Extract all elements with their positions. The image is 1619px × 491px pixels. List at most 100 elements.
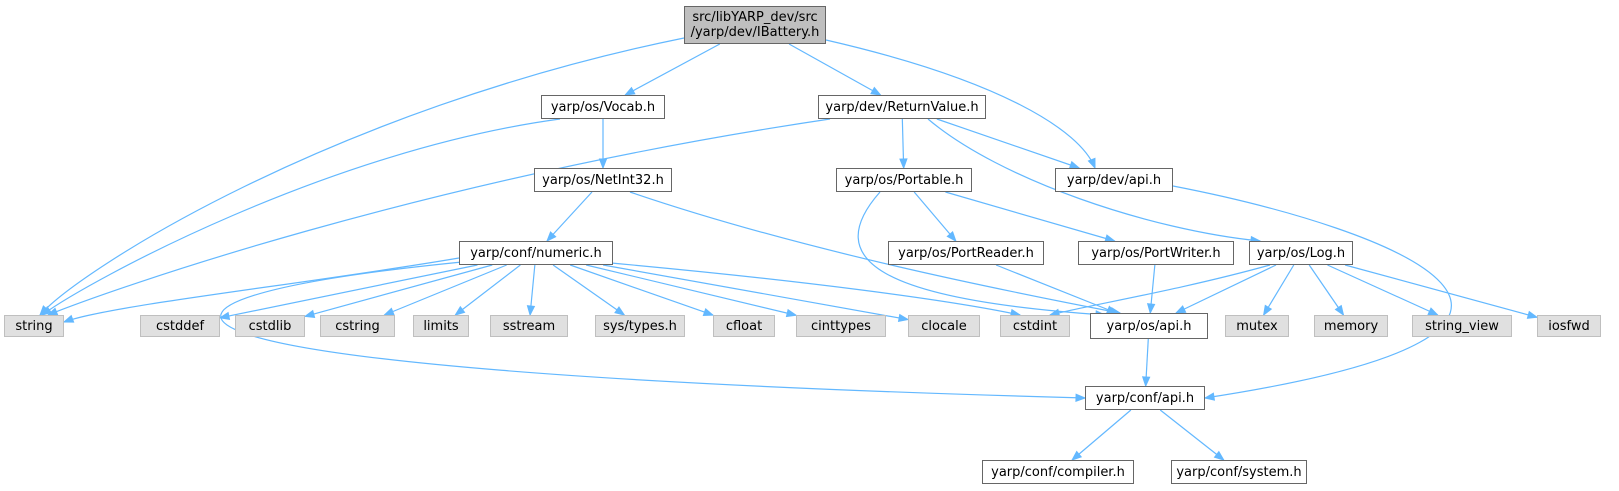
node-label: limits — [423, 318, 459, 334]
node-label: cstddef — [155, 318, 205, 334]
edge-vocab-to-string — [41, 118, 561, 316]
edge-numeric-to-string — [63, 257, 460, 323]
edge-returnvalue-to-devapi — [936, 118, 1080, 169]
arrowhead-vocab-to-netint32 — [598, 158, 608, 170]
node-label: yarp/conf/numeric.h — [470, 245, 602, 261]
arrowhead-log-to-memory — [1334, 304, 1345, 317]
node-label: yarp/os/PortWriter.h — [1091, 245, 1221, 261]
arrowhead-ibattery-to-returnvalue — [870, 86, 882, 96]
node-numeric[interactable]: yarp/conf/numeric.h — [459, 241, 613, 265]
node-clocale: clocale — [908, 315, 980, 337]
node-label: yarp/conf/system.h — [1176, 464, 1302, 480]
edge-portable-to-portwriter — [945, 191, 1115, 242]
edge-log-to-string_view — [1327, 264, 1438, 316]
node-compiler[interactable]: yarp/conf/compiler.h — [982, 460, 1134, 484]
edge-ibattery-to-vocab — [624, 43, 721, 96]
node-returnvalue[interactable]: yarp/dev/ReturnValue.h — [818, 95, 986, 119]
edge-ibattery-to-string — [39, 37, 685, 316]
arrowhead-osapi-to-confapi — [1141, 376, 1151, 388]
edge-portable-to-osapi — [857, 191, 1106, 316]
arrowhead-log-to-mutex — [1262, 304, 1273, 317]
node-label: yarp/os/Log.h — [1256, 245, 1346, 261]
arrowhead-confapi-to-compiler — [1071, 450, 1083, 461]
node-label: mutex — [1236, 318, 1278, 334]
node-string: string — [4, 315, 64, 337]
edge-numeric-to-cinttypes — [585, 264, 797, 316]
node-vocab[interactable]: yarp/os/Vocab.h — [541, 95, 665, 119]
edge-devapi-to-confapi — [1172, 185, 1452, 399]
node-label: cstring — [335, 318, 380, 334]
node-limits: limits — [413, 315, 469, 337]
node-system[interactable]: yarp/conf/system.h — [1171, 460, 1307, 484]
node-ibattery: src/libYARP_dev/src/yarp/dev/IBattery.h — [684, 6, 826, 44]
arrowhead-numeric-to-cstddef — [218, 311, 231, 321]
node-label: /yarp/dev/IBattery.h — [690, 25, 820, 40]
edge-numeric-to-clocale — [602, 264, 909, 321]
arrowhead-portreader-to-osapi — [1106, 305, 1118, 314]
edge-numeric-to-cstddef — [219, 264, 478, 319]
node-confapi[interactable]: yarp/conf/api.h — [1085, 386, 1205, 410]
arrowhead-numeric-to-cinttypes — [785, 308, 798, 318]
node-label: clocale — [921, 318, 967, 334]
node-label: yarp/os/PortReader.h — [898, 245, 1034, 261]
arrowhead-portable-to-portreader — [946, 231, 957, 243]
node-cinttypes: cinttypes — [796, 315, 886, 337]
arrowhead-returnvalue-to-string — [46, 307, 59, 316]
arrowhead-numeric-to-clocale — [897, 313, 910, 323]
node-sstream: sstream — [490, 315, 568, 337]
edge-numeric-to-cstdlib — [304, 264, 493, 317]
edge-portable-to-portreader — [913, 191, 957, 242]
edge-ibattery-to-devapi — [825, 39, 1096, 169]
node-portable[interactable]: yarp/os/Portable.h — [836, 168, 972, 192]
arrowhead-ibattery-to-devapi — [1087, 157, 1096, 170]
node-string_view: string_view — [1412, 315, 1512, 337]
arrowhead-numeric-to-systypes — [614, 306, 626, 316]
arrowhead-numeric-to-cstdlib — [303, 309, 316, 318]
node-devapi[interactable]: yarp/dev/api.h — [1055, 168, 1173, 192]
edge-netint32-to-osapi — [629, 191, 1121, 314]
node-label: yarp/os/api.h — [1106, 318, 1192, 334]
node-osapi[interactable]: yarp/os/api.h — [1090, 313, 1208, 339]
node-label: yarp/dev/api.h — [1066, 172, 1162, 188]
arrowhead-portwriter-to-osapi — [1146, 303, 1156, 315]
edge-numeric-to-systypes — [552, 264, 625, 316]
arrowhead-numeric-to-sstream — [526, 305, 536, 317]
edge-log-to-osapi — [1175, 264, 1277, 314]
node-label: sstream — [502, 318, 556, 334]
node-label: yarp/os/Portable.h — [844, 172, 964, 188]
node-label: yarp/conf/api.h — [1095, 390, 1195, 406]
node-portreader[interactable]: yarp/os/PortReader.h — [888, 241, 1044, 265]
arrowhead-devapi-to-confapi — [1203, 392, 1216, 401]
node-label: sys/types.h — [603, 318, 677, 334]
node-systypes: sys/types.h — [595, 315, 685, 337]
arrowhead-log-to-iosfwd — [1526, 310, 1539, 319]
edge-numeric-to-limits — [454, 264, 521, 316]
edge-returnvalue-to-string — [47, 118, 831, 316]
node-label: cstdint — [1012, 318, 1058, 334]
node-mutex: mutex — [1225, 315, 1289, 337]
node-label: iosfwd — [1548, 318, 1590, 334]
edge-log-to-cstdint — [1049, 264, 1271, 316]
arrowhead-numeric-to-string — [62, 314, 75, 323]
node-label: yarp/dev/ReturnValue.h — [825, 99, 979, 115]
node-label: string — [15, 318, 53, 334]
node-portwriter[interactable]: yarp/os/PortWriter.h — [1078, 241, 1234, 265]
node-label: src/libYARP_dev/src — [692, 10, 818, 25]
edge-confapi-to-system — [1159, 409, 1225, 461]
edge-numeric-to-cfloat — [569, 264, 714, 316]
edge-numeric-to-cstdint — [599, 261, 1021, 316]
edge-numeric-to-cstring — [384, 264, 507, 316]
node-label: yarp/os/Vocab.h — [550, 99, 656, 115]
edge-netint32-to-numeric — [546, 191, 593, 242]
node-netint32[interactable]: yarp/os/NetInt32.h — [534, 168, 672, 192]
node-label: memory — [1323, 318, 1379, 334]
node-cfloat: cfloat — [713, 315, 775, 337]
node-log[interactable]: yarp/os/Log.h — [1249, 241, 1353, 265]
node-iosfwd: iosfwd — [1537, 315, 1601, 337]
arrowhead-numeric-to-limits — [454, 305, 466, 316]
arrowhead-log-to-string_view — [1427, 307, 1439, 316]
arrowhead-vocab-to-string — [40, 305, 53, 316]
edge-log-to-memory — [1308, 264, 1344, 316]
